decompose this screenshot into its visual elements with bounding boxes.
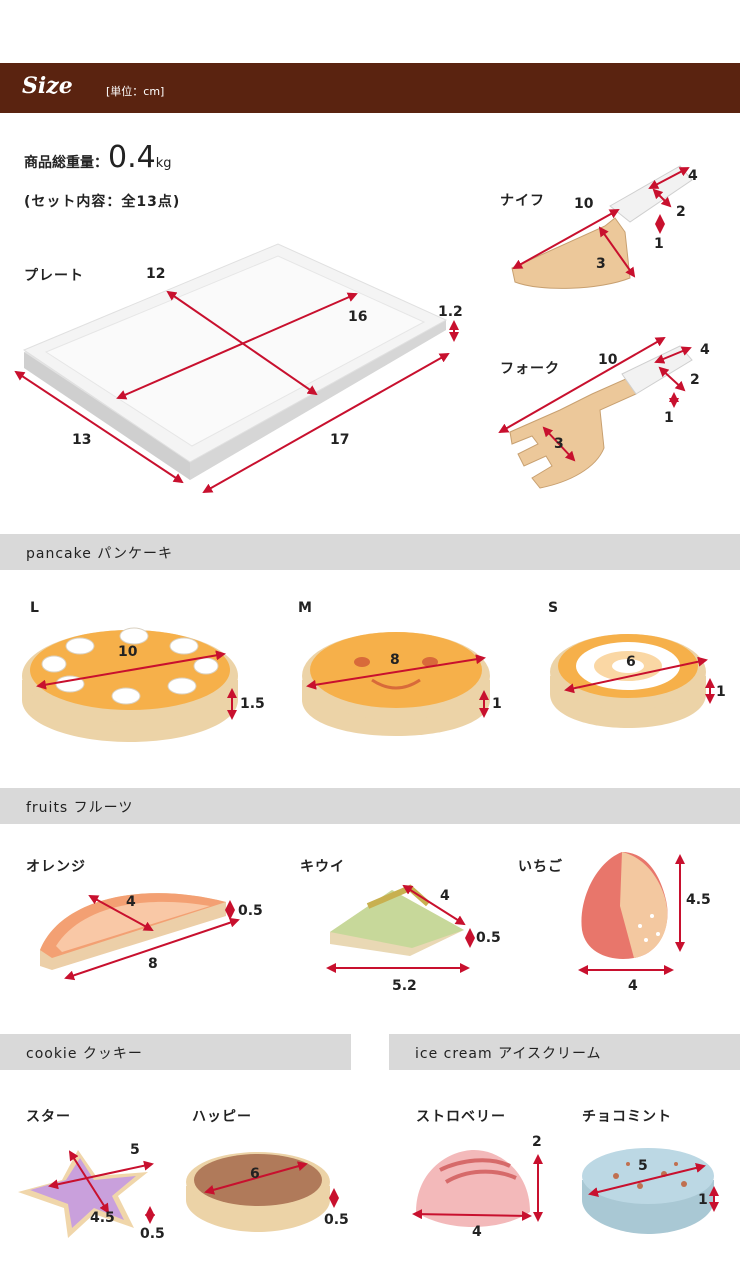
unit-label: [単位：cm] — [106, 85, 165, 98]
pancake-l-dim-height: 1.5 — [240, 696, 265, 712]
knife-label: ナイフ — [500, 193, 545, 209]
size-title: Size — [22, 73, 73, 99]
fork-dim-length: 10 — [598, 352, 618, 368]
dimension-arrows — [14, 167, 719, 1224]
fork-dim-head: 3 — [554, 436, 564, 452]
section-cookie-title: cookie クッキー — [26, 1046, 143, 1062]
orange-dim-height: 0.5 — [238, 903, 263, 919]
happy-dim-height: 0.5 — [324, 1212, 349, 1228]
pancake-m-label: M — [298, 600, 313, 616]
star-label: スター — [26, 1109, 71, 1125]
section-pancake-title: pancake パンケーキ — [26, 546, 173, 562]
section-fruits-title: fruits フルーツ — [26, 800, 134, 816]
knife-dim-width: 2 — [676, 204, 686, 220]
knife-dim-thickness: 1 — [654, 236, 664, 252]
kiwi-label: キウイ — [300, 859, 345, 875]
orange-dim-width: 8 — [148, 956, 158, 972]
strawberry-icecream-dim-width: 4 — [472, 1224, 482, 1240]
pancake-s-label: S — [548, 600, 560, 616]
section-icecream: ice cream アイスクリーム — [389, 1034, 740, 1070]
weight-line: 商品総重量：0.4kg — [24, 140, 172, 175]
pancake-s-dim-height: 1 — [716, 684, 726, 700]
orange-dim-depth: 4 — [126, 894, 136, 910]
strawberry-dim-height: 4.5 — [686, 892, 711, 908]
weight-value: 0.4 — [108, 140, 156, 175]
section-pancake: pancake パンケーキ — [0, 534, 740, 570]
kiwi-dim-height: 0.5 — [476, 930, 501, 946]
fork-dim-thickness: 1 — [664, 410, 674, 426]
pancake-m-dim-height: 1 — [492, 696, 502, 712]
weight-label: 商品総重量： — [24, 155, 108, 171]
knife-dim-length: 10 — [574, 196, 594, 212]
fork-dim-width: 2 — [690, 372, 700, 388]
plate-dim-width: 12 — [146, 266, 166, 282]
strawberry-illustration — [581, 852, 668, 959]
pancake-m-illustration — [302, 632, 490, 736]
plate-dim-length: 16 — [348, 309, 368, 325]
chocomint-label: チョコミント — [582, 1109, 672, 1125]
section-icecream-title: ice cream アイスクリーム — [415, 1046, 602, 1062]
strawberry-dim-width: 4 — [628, 978, 638, 994]
pancake-l-dim-diameter: 10 — [118, 644, 138, 660]
strawberry-label: いちご — [518, 859, 563, 875]
star-dim-depth: 4.5 — [90, 1210, 115, 1226]
size-banner: Size [単位：cm] — [0, 63, 740, 113]
chocomint-dim-height: 1 — [698, 1192, 708, 1208]
strawberry-icecream-label: ストロベリー — [416, 1109, 506, 1125]
star-cookie-illustration — [18, 1150, 148, 1238]
fork-label: フォーク — [500, 361, 560, 377]
happy-label: ハッピー — [192, 1109, 252, 1125]
pancake-m-dim-diameter: 8 — [390, 652, 400, 668]
kiwi-dim-depth: 4 — [440, 888, 450, 904]
plate-dim-height: 1.2 — [438, 304, 463, 320]
plate-dim-outer-length: 17 — [330, 432, 350, 448]
kiwi-dim-width: 5.2 — [392, 978, 417, 994]
star-dim-height: 0.5 — [140, 1226, 165, 1242]
happy-dim-diameter: 6 — [250, 1166, 260, 1182]
strawberry-icecream-dim-height: 2 — [532, 1134, 542, 1150]
fork-dim-handle: 4 — [700, 342, 710, 358]
pancake-l-label: L — [30, 600, 40, 616]
pancake-s-dim-diameter: 6 — [626, 654, 636, 670]
section-cookie: cookie クッキー — [0, 1034, 351, 1070]
star-dim-width: 5 — [130, 1142, 140, 1158]
plate-label: プレート — [24, 268, 84, 284]
orange-label: オレンジ — [26, 859, 86, 875]
knife-dim-handle: 4 — [688, 168, 698, 184]
knife-dim-blade: 3 — [596, 256, 606, 272]
plate-dim-outer-width: 13 — [72, 432, 92, 448]
strawberry-icecream-illustration — [416, 1150, 530, 1227]
pancake-s-illustration — [550, 634, 706, 728]
section-fruits: fruits フルーツ — [0, 788, 740, 824]
set-contents: (セット内容：全13点) — [24, 194, 181, 210]
chocomint-dim-diameter: 5 — [638, 1158, 648, 1174]
weight-unit: kg — [155, 156, 172, 171]
